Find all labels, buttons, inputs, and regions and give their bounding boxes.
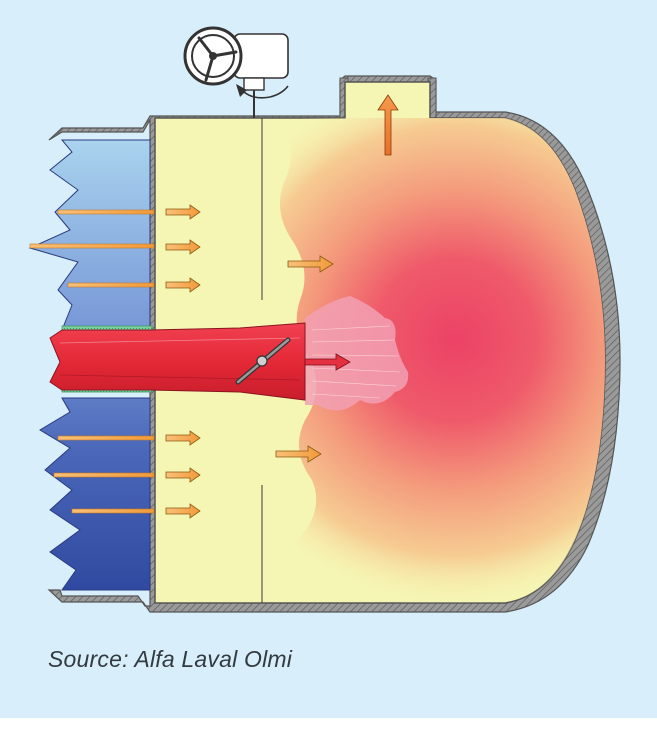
fuel-flow-arrow xyxy=(304,353,351,371)
arrow-right xyxy=(165,239,201,255)
arrow-right xyxy=(287,255,334,273)
burner-diagram xyxy=(28,26,621,613)
handwheel-actuator-icon xyxy=(183,26,289,118)
exhaust-arrow-up xyxy=(377,94,399,156)
air-pipes xyxy=(29,209,155,514)
arrow-right xyxy=(165,204,201,220)
rotation-arrow-icon xyxy=(236,84,289,99)
flame-gradient xyxy=(279,118,605,603)
arrow-right xyxy=(165,277,201,293)
butterfly-damper-icon xyxy=(235,337,291,385)
air-inlet-ducts xyxy=(28,139,151,591)
arrow-right xyxy=(165,430,201,446)
arrow-right xyxy=(165,467,201,483)
source-caption: Source: Alfa Laval Olmi xyxy=(48,646,293,672)
airflow-arrows xyxy=(165,94,399,519)
combustion-chamber xyxy=(154,81,606,604)
arrow-right xyxy=(275,445,322,463)
flame-streaks xyxy=(311,325,401,399)
arrow-right xyxy=(165,503,201,519)
